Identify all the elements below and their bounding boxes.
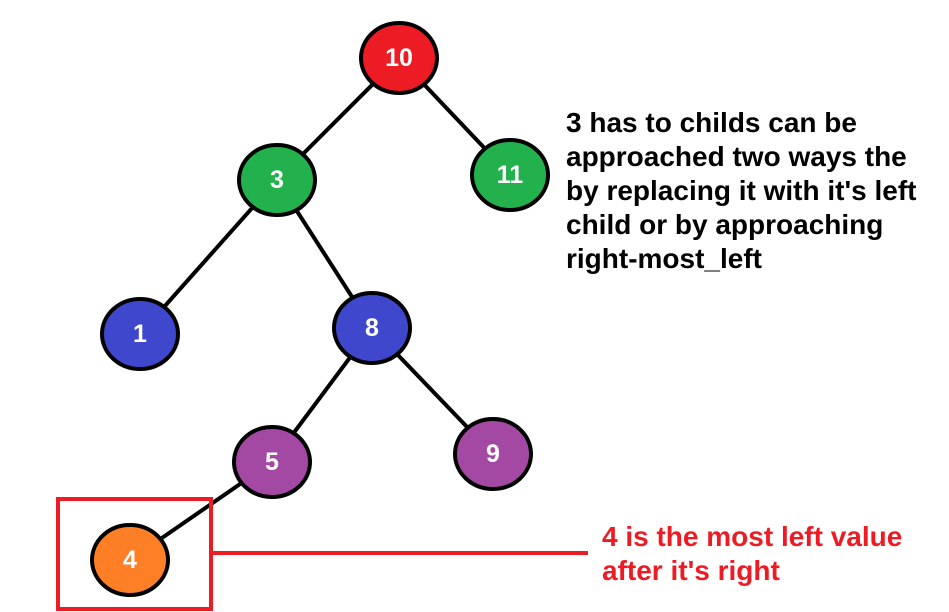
highlight-callout [56,497,588,611]
tree-node-4: 4 [90,523,170,597]
tree-node-8: 8 [332,291,412,365]
explanation-note: 3 has to childs can be approached two wa… [566,107,917,274]
node-label: 8 [365,314,379,342]
tree-node-10: 10 [359,21,439,95]
tree-node-11: 11 [470,138,550,212]
tree-node-3: 3 [237,143,317,217]
tree-node-5: 5 [232,425,312,499]
node-circle [100,297,180,371]
node-circle [90,523,170,597]
node-circle [332,291,412,365]
node-circle [453,417,533,491]
leftmost-value-note: 4 is the most left value after it's righ… [602,521,903,586]
node-label: 3 [270,166,284,194]
node-circle [359,21,439,95]
node-label: 10 [385,44,413,72]
node-label: 5 [265,448,279,476]
node-label: 9 [486,440,500,468]
node-circle [232,425,312,499]
node-label: 1 [133,320,147,348]
tree-node-9: 9 [453,417,533,491]
node-circle [237,143,317,217]
node-label: 11 [497,161,524,189]
tree-edges [128,56,512,562]
tree-node-1: 1 [100,297,180,371]
node-circle [470,138,550,212]
node-label: 4 [123,546,137,574]
